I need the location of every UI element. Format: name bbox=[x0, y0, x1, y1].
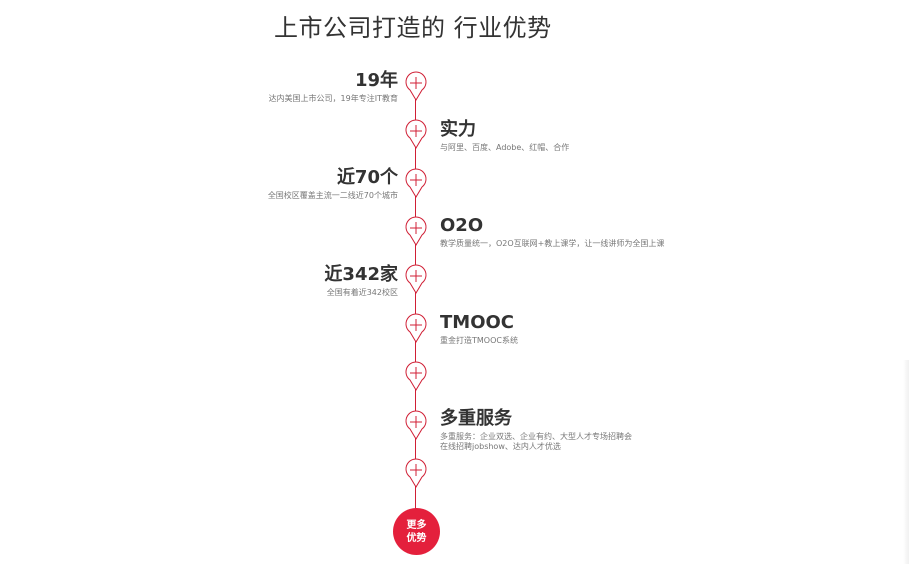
plus-pin-icon bbox=[405, 313, 427, 343]
plus-pin-icon bbox=[405, 119, 427, 149]
timeline-item: 多重服务 多重服务：企业双选、企业有约、大型人才专场招聘会 在线招聘jobsho… bbox=[440, 408, 632, 452]
timeline-item: TMOOC 重金打造TMOOC系统 bbox=[440, 312, 518, 346]
more-advantages-button[interactable]: 更多 优势 bbox=[393, 508, 440, 555]
timeline-item-desc: 重金打造TMOOC系统 bbox=[440, 336, 518, 345]
timeline-item-title: TMOOC bbox=[440, 312, 515, 333]
plus-pin-icon bbox=[405, 71, 427, 101]
timeline-item-title: 近70个 bbox=[336, 167, 398, 188]
timeline-item-title: 实力 bbox=[440, 119, 476, 140]
plus-pin-icon bbox=[405, 216, 427, 246]
timeline-item-title: 近342家 bbox=[324, 264, 398, 285]
timeline-item-desc-line2: 在线招聘jobshow、达内人才优选 bbox=[440, 442, 561, 451]
more-button-line1: 更多 bbox=[406, 519, 427, 531]
plus-pin-icon bbox=[405, 264, 427, 294]
timeline-item-title: 多重服务 bbox=[440, 408, 512, 429]
timeline-item-desc: 与阿里、百度、Adobe、红帽、合作 bbox=[440, 143, 570, 152]
timeline-item: 实力 与阿里、百度、Adobe、红帽、合作 bbox=[440, 119, 569, 153]
timeline-item-desc: 多重服务：企业双选、企业有约、大型人才专场招聘会 bbox=[440, 432, 632, 441]
timeline-item-desc: 教学质量统一，O2O互联网+教上课学，让一线讲师为全国上课 bbox=[440, 239, 665, 248]
plus-pin-icon bbox=[405, 361, 427, 391]
more-button-line2: 优势 bbox=[406, 532, 427, 544]
timeline-line bbox=[415, 88, 416, 518]
timeline-item: O2O 教学质量统一，O2O互联网+教上课学，让一线讲师为全国上课 bbox=[440, 215, 664, 249]
timeline-item-desc: 达内美国上市公司，19年专注IT教育 bbox=[268, 94, 398, 103]
plus-pin-icon bbox=[405, 168, 427, 198]
timeline-item-title: O2O bbox=[440, 215, 484, 236]
timeline-item-desc: 全国校区覆盖主流一二线近70个城市 bbox=[267, 191, 398, 200]
plus-pin-icon bbox=[405, 458, 427, 488]
timeline-item: 近342家 全国有着近342校区 bbox=[324, 264, 398, 298]
timeline-item-desc: 全国有着近342校区 bbox=[326, 288, 398, 297]
plus-pin-icon bbox=[405, 410, 427, 440]
timeline-item: 19年 达内美国上市公司，19年专注IT教育 bbox=[269, 70, 398, 104]
side-shadow bbox=[903, 360, 909, 564]
timeline-item: 近70个 全国校区覆盖主流一二线近70个城市 bbox=[268, 167, 398, 201]
timeline-item-title: 19年 bbox=[354, 70, 398, 91]
page-title: 上市公司打造的 行业优势 bbox=[274, 14, 552, 42]
